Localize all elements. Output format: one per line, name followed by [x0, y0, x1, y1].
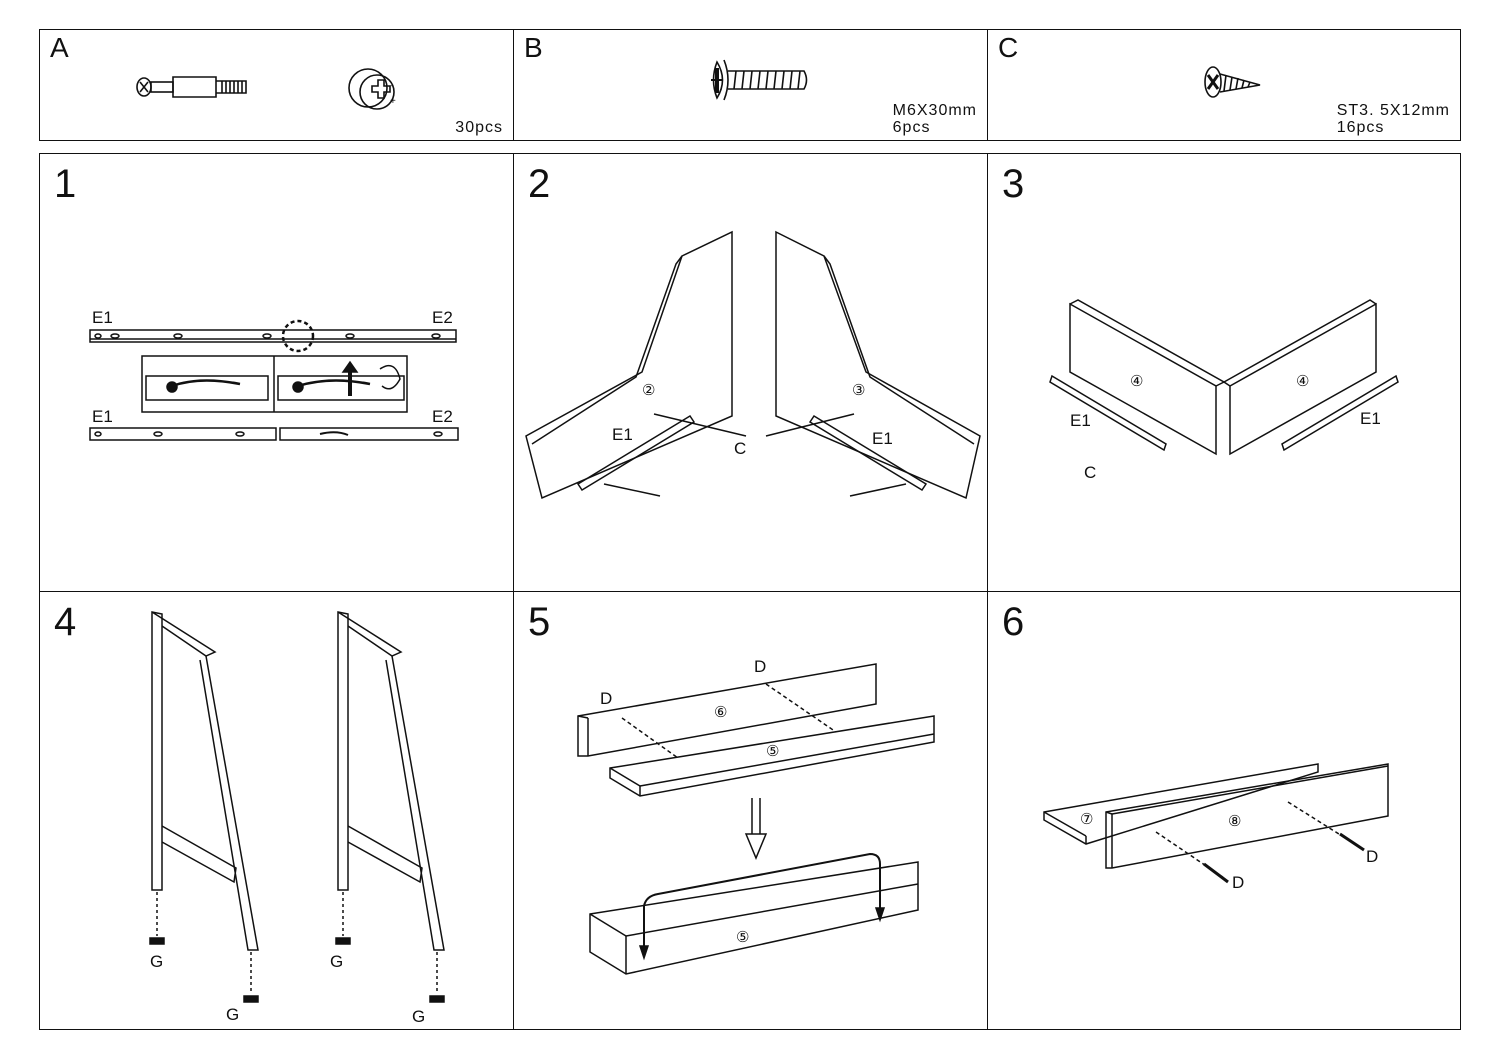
part-b-spec: M6X30mm 6pcs	[893, 102, 977, 136]
machine-screw-icon	[711, 59, 808, 101]
step-3-number: 3	[1002, 162, 1025, 206]
wood-screw-icon	[1204, 66, 1261, 98]
step-6-number: 6	[1002, 600, 1025, 644]
step-2-label-e1-left: E1	[612, 425, 633, 444]
step-1-label-e2-bottom: E2	[432, 407, 453, 426]
step-5-number: 5	[528, 600, 551, 644]
step-5-board-front-number: ⑤	[766, 743, 779, 760]
step-2-number: 2	[528, 162, 551, 206]
drawer-slide-separation-illustration: E1 E2 E1 E2	[89, 308, 459, 441]
step-6-board-back-number: ⑦	[1080, 811, 1093, 828]
part-c-letter: C	[998, 32, 1019, 63]
step-5-board-result-number: ⑤	[736, 929, 749, 946]
step-5-panel: 5 ⑥ ⑤ ⑤ D D	[513, 591, 988, 1030]
cam-bolt-and-lock-icon: — +	[136, 68, 396, 110]
svg-text:—: —	[384, 80, 393, 90]
step-3-label-e1-right: E1	[1360, 409, 1381, 428]
part-c-size: ST3. 5X12mm	[1336, 102, 1450, 119]
step-4-label-g-1: G	[150, 952, 163, 971]
step-3-panel: 3 ④ ④ E1 E1 C	[987, 153, 1461, 592]
svg-text:+: +	[390, 96, 396, 107]
step-4-label-g-4: G	[412, 1007, 425, 1026]
rear-panel-slide-assembly-illustration: ④ ④ E1 E1 C	[1049, 299, 1399, 482]
leg-frame-glide-illustration: G G G G	[149, 611, 445, 1026]
step-3-panel-left-number: ④	[1130, 373, 1143, 390]
step-2-label-c: C	[734, 439, 746, 458]
part-a-letter: A	[50, 32, 69, 63]
side-panel-slide-assembly-illustration: ② ③ E1 E1 C	[525, 230, 981, 500]
part-b-count: 6pcs	[892, 119, 931, 136]
step-1-label-e1-top: E1	[92, 308, 113, 327]
step-5-board-back-number: ⑥	[714, 704, 727, 721]
step-1-label-e1-bottom: E1	[92, 407, 113, 426]
part-b-panel: B M6X30mm 6pcs	[513, 29, 988, 141]
step-4-number: 4	[54, 600, 77, 644]
step-5-label-d-2: D	[754, 657, 766, 676]
step-1-panel: 1 E1 E2 E1 E2	[39, 153, 514, 592]
part-a-panel: A — + 30pcs	[39, 29, 514, 141]
step-3-panel-right-number: ④	[1296, 373, 1309, 390]
step-6-label-d-2: D	[1366, 847, 1378, 866]
step-2-panel-right-number: ③	[852, 382, 865, 399]
step-4-label-g-3: G	[330, 952, 343, 971]
part-a-count: 30pcs	[455, 119, 503, 136]
step-2-panel-left-number: ②	[642, 382, 655, 399]
step-1-label-e2-top: E2	[432, 308, 453, 327]
part-b-size: M6X30mm	[892, 102, 977, 119]
part-a-spec: 30pcs	[455, 119, 503, 136]
part-c-count: 16pcs	[1336, 119, 1385, 136]
step-3-label-c: C	[1084, 463, 1096, 482]
step-4-label-g-2: G	[226, 1005, 239, 1024]
part-c-spec: ST3. 5X12mm 16pcs	[1337, 102, 1450, 136]
drawer-front-assembly-illustration: ⑦ ⑧ D D	[1043, 763, 1389, 892]
step-6-board-front-number: ⑧	[1228, 813, 1241, 830]
step-2-panel: 2 ② ③ E1 E1 C	[513, 153, 988, 592]
step-5-label-d-1: D	[600, 689, 612, 708]
step-6-label-d-1: D	[1232, 873, 1244, 892]
part-c-panel: C ST3. 5X12mm 16pcs	[987, 29, 1461, 141]
step-6-panel: 6 ⑦ ⑧ D D	[987, 591, 1461, 1030]
step-2-label-e1-right: E1	[872, 429, 893, 448]
step-3-label-e1-left: E1	[1070, 411, 1091, 430]
part-b-letter: B	[524, 32, 543, 63]
shelf-board-assembly-illustration: ⑥ ⑤ ⑤ D D	[577, 657, 935, 975]
step-4-panel: 4 G G G G	[39, 591, 514, 1030]
step-1-number: 1	[54, 162, 77, 206]
